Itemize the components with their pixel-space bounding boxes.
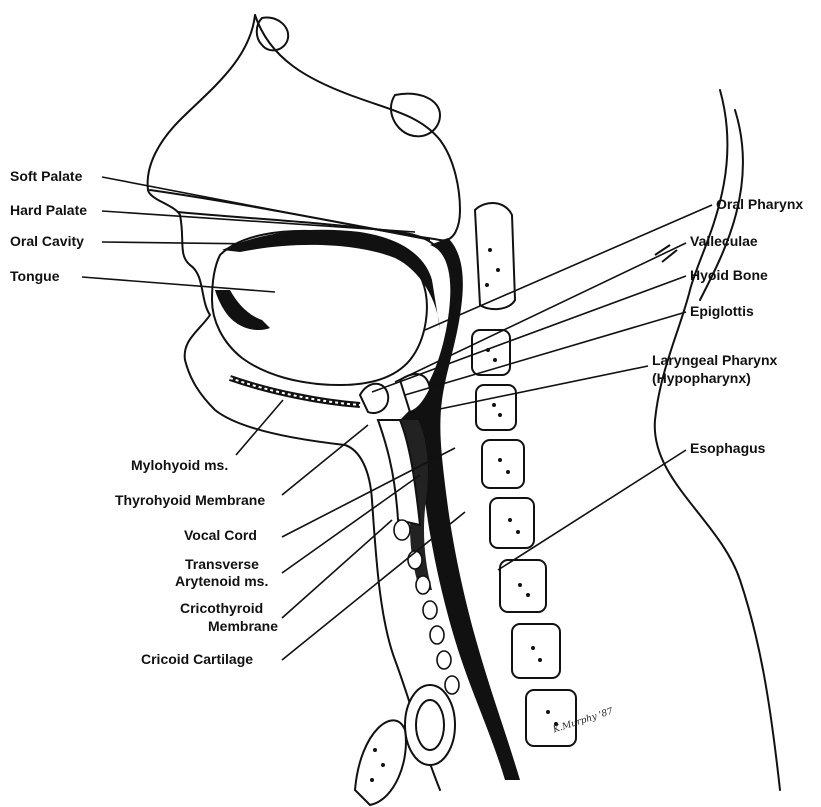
label-mylohyoid: Mylohyoid ms.	[131, 457, 228, 474]
label-cricothyroid: Cricothyroid	[180, 600, 263, 617]
nasal-cavity	[150, 15, 460, 240]
label-oral-cavity: Oral Cavity	[10, 233, 84, 250]
label-epiglottis: Epiglottis	[690, 303, 754, 320]
label-hyoid: Hyoid Bone	[690, 267, 768, 284]
label-thyrohyoid: Thyrohyoid Membrane	[115, 492, 265, 509]
label-soft-palate: Soft Palate	[10, 168, 82, 185]
label-esophagus: Esophagus	[690, 440, 765, 457]
label-hypopharynx: (Hypopharynx)	[652, 370, 751, 387]
label-hard-palate: Hard Palate	[10, 202, 87, 219]
label-valleculae: Valleculae	[690, 233, 758, 250]
clavicle-section	[355, 685, 455, 805]
label-vocal-cord: Vocal Cord	[184, 527, 257, 544]
valleculae-mark	[655, 245, 677, 262]
label-laryngeal-pharynx: Laryngeal Pharynx	[652, 352, 777, 369]
label-cricoid: Cricoid Cartilage	[141, 651, 253, 668]
sinus-right	[391, 94, 440, 137]
label-oral-pharynx: Oral Pharynx	[716, 196, 803, 213]
label-transverse: Transverse	[185, 556, 259, 573]
label-tongue: Tongue	[10, 268, 60, 285]
face-profile	[148, 15, 440, 790]
tongue-shape	[212, 230, 440, 385]
label-arytenoid: Arytenoid ms.	[175, 573, 268, 590]
label-membrane: Membrane	[208, 618, 278, 635]
